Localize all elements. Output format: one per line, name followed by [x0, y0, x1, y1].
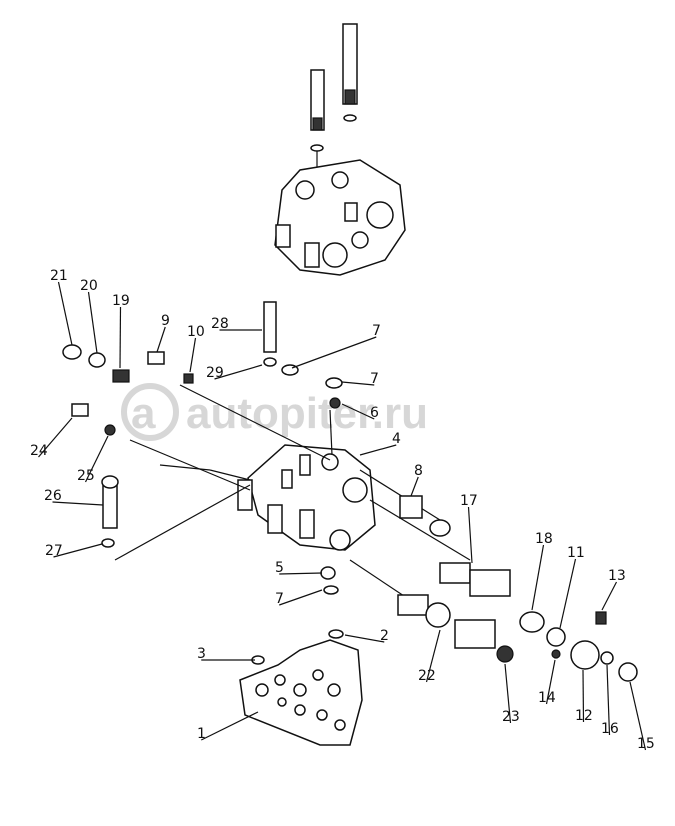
part-number-22: 22: [418, 668, 436, 684]
part-number-7: 7: [372, 323, 381, 339]
leader-line-25: [84, 435, 109, 483]
leader-line-15: [629, 681, 647, 751]
part-number-6: 6: [370, 405, 379, 421]
bolt-28: [263, 301, 343, 409]
leader-line-10: [189, 337, 197, 373]
part-number-11: 11: [567, 545, 585, 561]
part-number-29: 29: [206, 365, 224, 381]
separator-plate: [239, 629, 363, 746]
part-number-14: 14: [538, 690, 556, 706]
watermark: a autopiter.ru: [121, 383, 428, 441]
part-number-15: 15: [637, 736, 655, 752]
part-number-2: 2: [380, 628, 389, 644]
left-fittings: [62, 344, 194, 548]
leader-line-11: [559, 558, 577, 629]
part-number-26: 26: [44, 488, 62, 504]
part-number-28: 28: [211, 316, 229, 332]
leader-line-17: [467, 506, 473, 564]
leader-line-7: [291, 336, 377, 369]
leader-line-12: [582, 669, 585, 723]
part-number-13: 13: [608, 568, 626, 584]
part-number-7: 7: [275, 591, 284, 607]
upper-valve-body: [274, 159, 406, 276]
part-number-12: 12: [575, 708, 593, 724]
part-number-24: 24: [30, 443, 48, 459]
part-number-21: 21: [50, 268, 68, 284]
part-number-7: 7: [370, 371, 379, 387]
leader-line-19: [119, 306, 122, 369]
leader-line-26: [52, 501, 104, 506]
part-number-3: 3: [197, 646, 206, 662]
leader-line-7: [341, 381, 375, 386]
leader-line-6: [341, 403, 375, 420]
leader-line-22: [425, 629, 441, 683]
leader-line-13: [601, 581, 618, 611]
leader-line-1: [200, 711, 259, 741]
leader-line-5: [279, 572, 323, 575]
part-number-25: 25: [77, 468, 95, 484]
leader-line-27: [53, 543, 103, 558]
part-number-4: 4: [392, 431, 401, 447]
part-number-5: 5: [275, 560, 284, 576]
part-number-1: 1: [197, 726, 206, 742]
leader-line-20: [87, 291, 98, 354]
leader-line-29: [214, 364, 263, 380]
assembly-lines: [114, 384, 471, 601]
leader-line-7: [279, 589, 323, 606]
part-number-20: 20: [80, 278, 98, 294]
part-number-10: 10: [187, 324, 205, 340]
leader-line-21: [57, 281, 73, 346]
leader-line-4: [359, 444, 397, 456]
top-bolts: [310, 23, 358, 260]
leader-line-14: [545, 659, 556, 705]
leader-line-2: [344, 634, 385, 643]
part-number-17: 17: [460, 493, 478, 509]
leader-line-8: [410, 476, 419, 497]
main-valve-body: [237, 444, 376, 551]
leader-line-23: [504, 663, 512, 724]
svg-text:a: a: [131, 389, 156, 438]
part-number-19: 19: [112, 293, 130, 309]
part-number-18: 18: [535, 531, 553, 547]
part-number-8: 8: [414, 463, 423, 479]
leader-line-24: [38, 417, 73, 458]
leader-line-18: [531, 544, 545, 611]
watermark-text: autopiter.ru: [186, 389, 428, 438]
leader-line-16: [606, 664, 611, 736]
leader-line-9: [156, 326, 166, 353]
part-number-16: 16: [601, 721, 619, 737]
part-number-23: 23: [502, 709, 520, 725]
part-number-27: 27: [45, 543, 63, 559]
part-number-9: 9: [161, 313, 170, 329]
right-spools: [320, 495, 638, 682]
